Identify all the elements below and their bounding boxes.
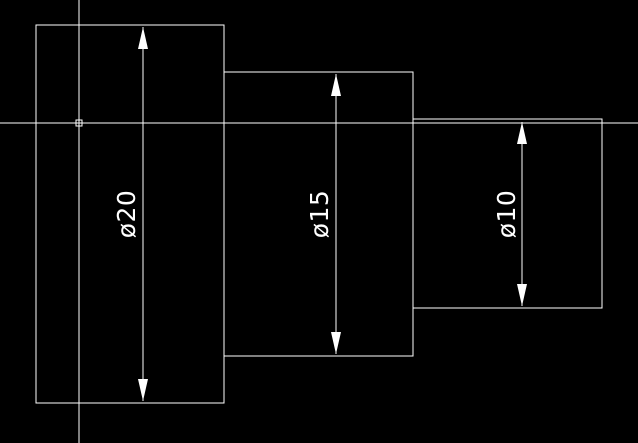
segment-outline	[412, 118, 603, 309]
dimension-arrowhead-bottom	[138, 379, 148, 401]
shaft-segment-d20[interactable]: ø20	[35, 24, 225, 404]
dimension-arrowhead-top	[331, 74, 341, 96]
dimension-arrowhead-bottom	[517, 284, 527, 306]
dimension-arrowhead-top	[138, 27, 148, 49]
diameter-label: ø10	[492, 190, 521, 239]
diameter-label: ø20	[112, 190, 141, 239]
dimension-arrowhead-top	[517, 122, 527, 144]
pickbox-icon	[75, 119, 83, 127]
shaft-segment-d15[interactable]: ø15	[223, 71, 414, 357]
shaft-segment-d10[interactable]: ø10	[412, 118, 603, 309]
dimension-arrowhead-bottom	[331, 332, 341, 354]
diameter-label: ø15	[305, 190, 334, 239]
